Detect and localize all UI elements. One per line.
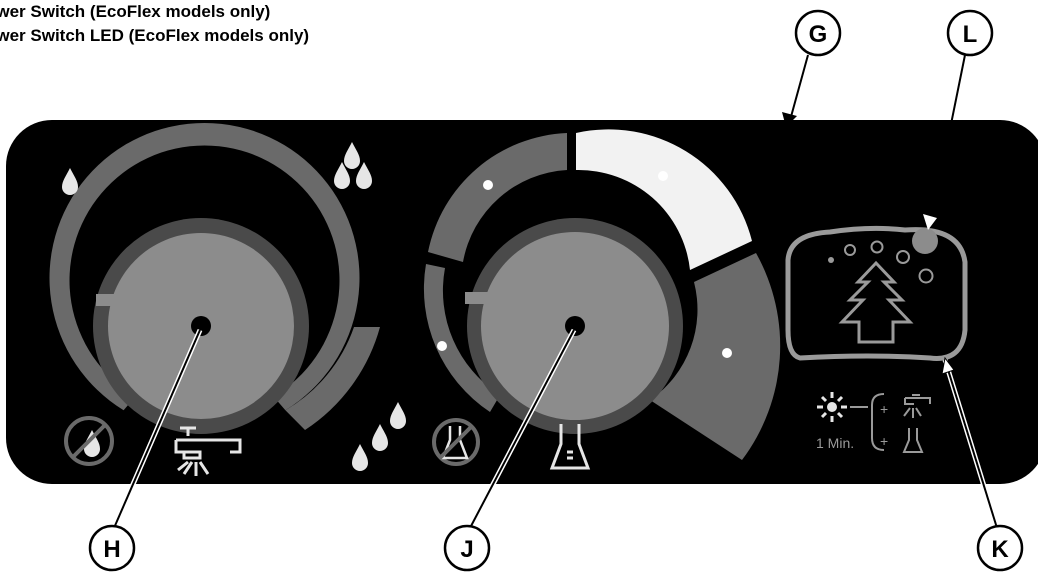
callout-k: K <box>941 356 1024 572</box>
no-water-icon <box>64 416 114 466</box>
callout-l: L <box>923 9 994 230</box>
water-dial-pointer <box>96 294 122 306</box>
water-dial[interactable] <box>49 122 380 434</box>
svg-text:G: G <box>809 21 828 48</box>
timer-label: 1 Min. <box>816 435 854 451</box>
detergent-dial-pointer <box>465 292 489 304</box>
no-beaker-icon <box>432 418 480 466</box>
beaker-icon <box>549 424 591 470</box>
eco-indicator <box>785 225 968 361</box>
svg-text:H: H <box>103 536 120 563</box>
detergent-segment-4 <box>423 264 500 412</box>
callout-j: J <box>443 328 577 572</box>
plus-sign: + <box>880 401 888 417</box>
sun-icon <box>817 392 847 422</box>
detergent-segment-2 <box>576 129 752 270</box>
detergent-dial-center <box>565 316 585 336</box>
faucet-icon <box>174 426 242 476</box>
power-switch-led <box>912 228 938 254</box>
eco-indicator-frame <box>785 225 968 361</box>
detergent-dial[interactable] <box>423 129 781 460</box>
detergent-segment-1 <box>428 133 567 262</box>
legend-power-switch: ower Switch (EcoFlex models only) <box>0 2 271 21</box>
legend-power-switch-led: ower Switch LED (EcoFlex models only) <box>0 26 310 45</box>
callout-h: H <box>88 329 203 572</box>
detergent-segment-3 <box>650 253 781 460</box>
svg-text:K: K <box>991 536 1009 563</box>
svg-text:L: L <box>963 21 978 48</box>
eco-tree-icon <box>838 260 914 344</box>
water-dial-center <box>191 316 211 336</box>
svg-text:J: J <box>460 536 473 563</box>
legend: ower Switch (EcoFlex models only) ower S… <box>0 0 309 48</box>
faucet-icon <box>903 394 931 418</box>
plus-sign: + <box>880 433 888 449</box>
callout-g: G <box>782 9 842 127</box>
beaker-icon <box>902 428 924 453</box>
